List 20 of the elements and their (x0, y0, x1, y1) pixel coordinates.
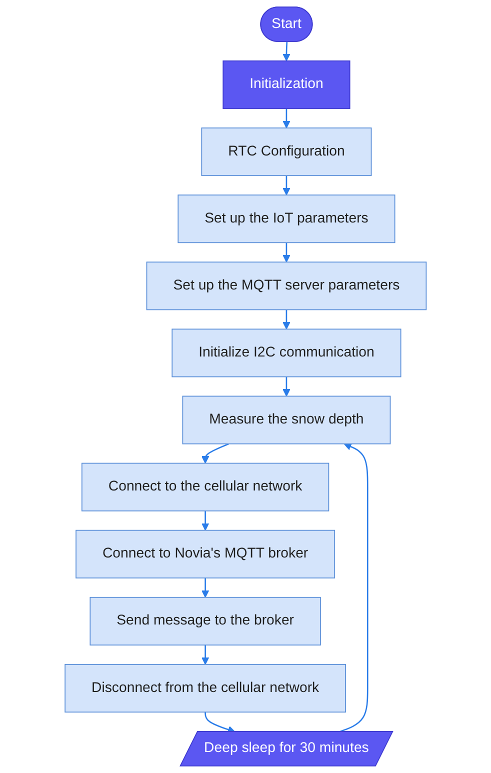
arrow (282, 42, 290, 62)
node-box: Set up the IoT parameters (178, 194, 396, 244)
node-box: Set up the MQTT server parameters (146, 262, 426, 310)
arrow (282, 242, 290, 262)
arrow (201, 645, 210, 665)
arrow (282, 176, 290, 196)
arrow (201, 510, 210, 531)
arrow (282, 108, 290, 128)
arrow (201, 443, 229, 464)
node-box: RTC Configuration (201, 128, 372, 176)
arrow (282, 310, 290, 330)
node-box: Initialize I2C communication (172, 328, 402, 378)
node-box: Send message to the broker (90, 596, 321, 646)
node-box: Connect to the cellular network (81, 462, 330, 512)
arrow (282, 376, 290, 397)
node-box: Initialization (222, 60, 350, 109)
node-box: Measure the snow depth (182, 396, 391, 444)
node-box: Connect to Novia's MQTT broker (75, 530, 335, 578)
node-box: Disconnect from the cellular network (64, 664, 346, 713)
arrow (201, 578, 210, 598)
